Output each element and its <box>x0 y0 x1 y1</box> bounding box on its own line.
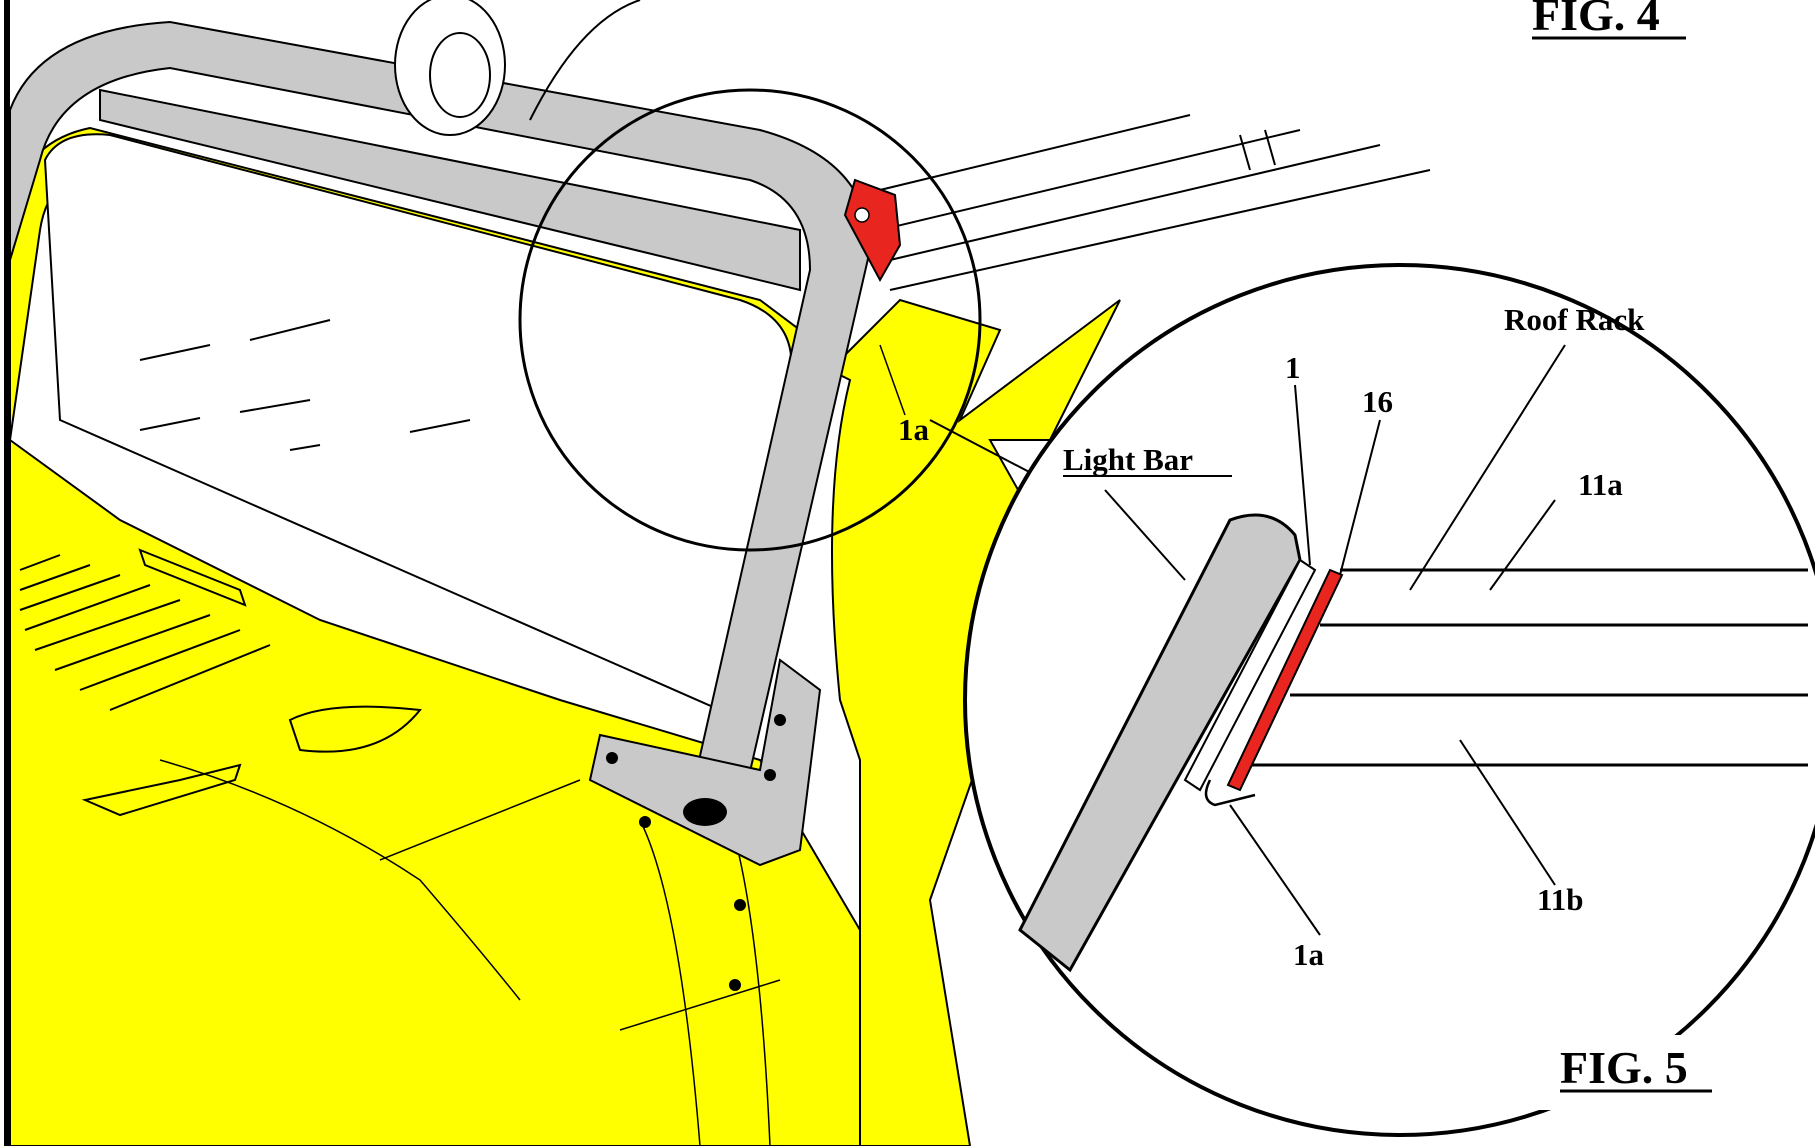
fig5-title-mask <box>1520 1035 1730 1110</box>
leader-fig4-1a <box>879 344 906 416</box>
label-roof-rack: Roof Rack <box>1504 302 1645 337</box>
bracket-hole <box>854 207 870 223</box>
light-bar-tube-end <box>683 798 727 826</box>
hood-body-lines <box>159 759 781 1146</box>
fig5-bracket-1 <box>1183 558 1317 792</box>
hood-vent-lines <box>19 554 271 711</box>
fig5-light-bar <box>1018 513 1302 973</box>
hood-handle <box>81 763 242 817</box>
label-ref-11a: 11a <box>1578 467 1623 502</box>
fig4-drawing: 1a FIG. 4 <box>4 0 1686 1146</box>
lamp-arc <box>529 0 641 121</box>
fig5-hook-1a <box>1204 779 1256 807</box>
hood-scoop <box>288 705 422 753</box>
detail-circle-fig5 <box>963 263 1815 1137</box>
label-ref-1a: 1a <box>1293 937 1325 972</box>
label-ref-11b: 11b <box>1537 882 1584 917</box>
fig5-title: FIG. 5 <box>1560 1042 1688 1093</box>
fig5-leaders <box>1104 344 1566 936</box>
detail-circle-fig4 <box>518 88 982 552</box>
detail-leader <box>929 419 1036 476</box>
label-fig4-1a: 1a <box>898 412 930 447</box>
fig5-roof-rack-bars <box>1250 568 1808 767</box>
roof-rack-rails <box>879 114 1431 291</box>
light-bar-base-plate <box>588 658 822 867</box>
glass-reflection-lines <box>139 319 471 451</box>
label-ref-16: 16 <box>1362 384 1393 419</box>
fig5-gasket-16 <box>1226 568 1344 792</box>
fig4-title: FIG. 4 <box>1532 0 1660 40</box>
mount-bolts <box>606 714 786 991</box>
fig5-drawing: Light Bar 1 16 Roof Rack 11a 11b 1a FIG.… <box>963 263 1815 1137</box>
lamp-inner <box>429 32 491 118</box>
bracket-16-fig4 <box>843 178 902 283</box>
hood-latch <box>138 548 247 607</box>
label-ref-1: 1 <box>1285 350 1301 385</box>
vehicle-hood <box>9 438 922 1146</box>
label-light-bar: Light Bar <box>1063 442 1193 477</box>
